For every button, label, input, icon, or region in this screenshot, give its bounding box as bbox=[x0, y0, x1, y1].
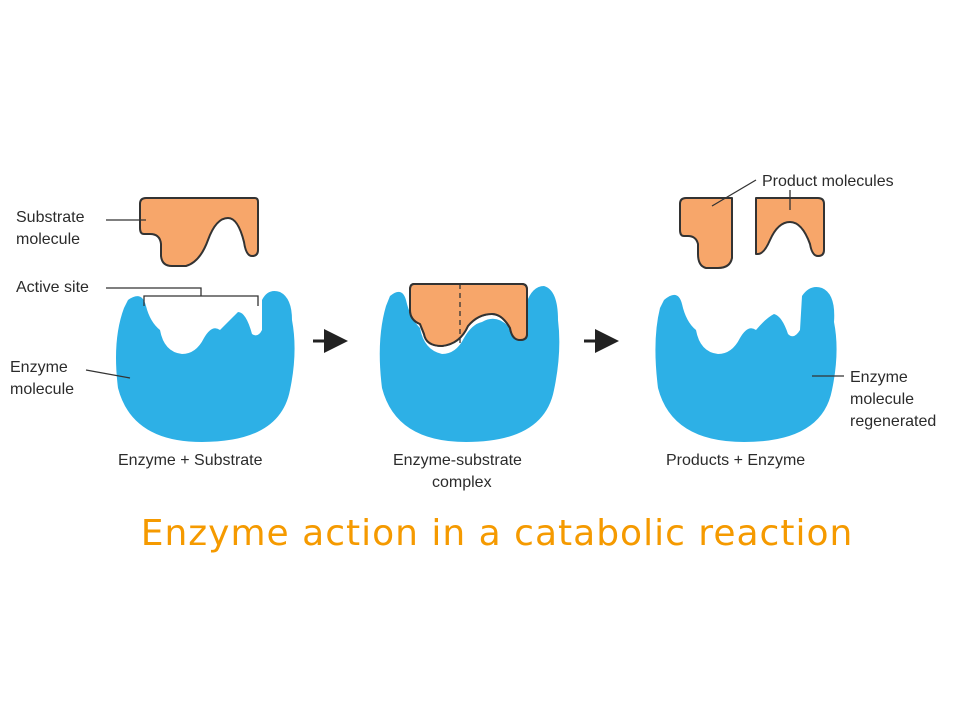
stage1-caption: Enzyme + Substrate bbox=[118, 452, 263, 469]
product-molecules-label: Product molecules bbox=[762, 173, 894, 190]
regenerated-label-line2: molecule bbox=[850, 391, 914, 408]
complex-enzyme bbox=[379, 286, 560, 442]
diagram-title: Enzyme action in a catabolic reaction bbox=[141, 513, 854, 554]
stage-2: Enzyme-substrate complex bbox=[379, 283, 560, 491]
stage2-caption-line1: Enzyme-substrate bbox=[393, 452, 522, 469]
active-site-bracket bbox=[106, 287, 259, 306]
active-site-label: Active site bbox=[16, 279, 89, 296]
product-molecule-left bbox=[679, 197, 733, 269]
substrate-label-line1: Substrate bbox=[16, 209, 85, 226]
substrate-label-line2: molecule bbox=[16, 231, 80, 248]
product-molecule-right bbox=[755, 197, 825, 257]
stage-3: Product molecules Enzyme molecule regene… bbox=[655, 173, 936, 469]
regenerated-label-line1: Enzyme bbox=[850, 369, 908, 386]
stage-1: Substrate molecule Active site Enzyme mo… bbox=[10, 197, 295, 469]
product-leader-line-left bbox=[711, 179, 757, 207]
products-enzyme bbox=[655, 287, 837, 442]
enzyme-label-line2: molecule bbox=[10, 381, 74, 398]
regenerated-label-line3: regenerated bbox=[850, 413, 936, 430]
enzyme-leader-line bbox=[85, 369, 131, 379]
enzyme-label-line1: Enzyme bbox=[10, 359, 68, 376]
substrate-molecule bbox=[139, 197, 259, 267]
stage2-caption-line2: complex bbox=[432, 474, 492, 491]
enzyme-molecule bbox=[116, 291, 295, 442]
stage3-caption: Products + Enzyme bbox=[666, 452, 805, 469]
